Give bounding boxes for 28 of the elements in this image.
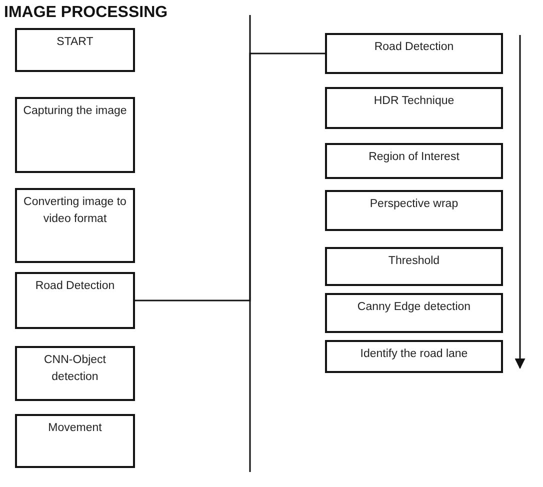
box-label: CNN-Object detection xyxy=(43,353,107,386)
box-label: Perspective wrap xyxy=(370,197,458,212)
process-box xyxy=(15,188,135,263)
process-box xyxy=(325,293,503,333)
process-box xyxy=(15,346,135,401)
process-box xyxy=(325,340,503,373)
box-label: HDR Technique xyxy=(374,94,454,109)
process-box xyxy=(325,87,503,129)
box-label: Movement xyxy=(48,421,102,436)
box-label: Road Detection xyxy=(374,40,454,55)
process-box xyxy=(325,143,503,179)
box-label: Threshold xyxy=(388,254,440,269)
process-box xyxy=(15,414,135,468)
title: IMAGE PROCESSING xyxy=(4,4,168,22)
process-box xyxy=(15,272,135,329)
process-box xyxy=(15,97,135,173)
process-box xyxy=(15,28,135,72)
box-label: Road Detection xyxy=(35,279,115,294)
box-label: START xyxy=(56,35,94,50)
process-box xyxy=(325,190,503,231)
box-label: Canny Edge detection xyxy=(357,300,471,315)
process-box xyxy=(325,247,503,286)
process-box xyxy=(325,33,503,74)
box-label: Region of Interest xyxy=(368,150,460,165)
box-label: Capturing the image xyxy=(23,104,127,119)
connector xyxy=(135,52,325,302)
box-label: Converting image to video format xyxy=(23,195,127,228)
box-label: Identify the road lane xyxy=(360,347,468,362)
